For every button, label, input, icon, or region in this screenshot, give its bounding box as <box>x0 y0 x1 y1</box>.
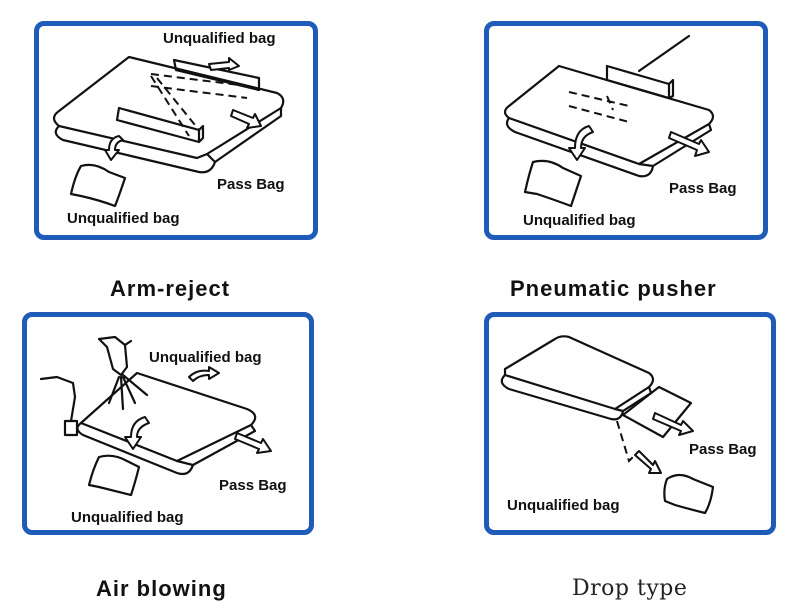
conveyor-belt <box>76 371 257 476</box>
arrow-reject-down <box>124 416 150 450</box>
panel-air-blowing: Unqualified bag Pass Bag Unqualified bag <box>22 312 314 535</box>
rejected-bag <box>663 473 715 515</box>
label-pass-bag: Pass Bag <box>689 441 757 458</box>
conveyor-belt <box>500 335 655 421</box>
label-unqualified-bottom: Unqualified bag <box>67 210 180 227</box>
pneumatic-pusher-illustration <box>503 34 715 208</box>
label-pass-bag: Pass Bag <box>669 180 737 197</box>
drop-gate <box>616 385 693 463</box>
arrow-reject-down <box>568 125 594 161</box>
label-pass-bag: Pass Bag <box>217 176 285 193</box>
panel-pneumatic-pusher: Pass Bag Unqualified bag <box>484 21 768 240</box>
caption-pneumatic-pusher: Pneumatic pusher <box>510 276 717 301</box>
panel-arm-reject: Unqualified bag Pass Bag Unqualified bag <box>34 21 318 240</box>
rejected-bag <box>87 454 141 497</box>
air-nozzles <box>39 335 149 437</box>
arm-reject-illustration <box>52 55 285 208</box>
arrow-reject-down <box>634 450 662 474</box>
conveyor-belt <box>52 55 285 174</box>
reject-arm <box>115 58 261 144</box>
caption-air-blowing: Air blowing <box>96 576 227 601</box>
rejected-bag <box>523 159 583 208</box>
caption-drop-type: Drop type <box>572 576 688 601</box>
label-unqualified-top: Unqualified bag <box>163 30 276 47</box>
caption-arm-reject: Arm-reject <box>110 276 231 301</box>
arrow-pass <box>652 412 694 436</box>
arrow-reject-down <box>104 135 124 161</box>
rejected-bag <box>69 163 127 208</box>
arrow-pass <box>230 109 262 129</box>
arrow-reject-top <box>208 57 240 71</box>
label-unqualified-bottom: Unqualified bag <box>71 509 184 526</box>
arrow-pass <box>668 131 710 157</box>
label-pass-bag: Pass Bag <box>219 477 287 494</box>
arrow-reject-top <box>188 366 220 382</box>
label-unqualified-bottom: Unqualified bag <box>507 497 620 514</box>
label-unqualified-bottom: Unqualified bag <box>523 212 636 229</box>
arrow-pass <box>234 432 272 454</box>
pusher <box>568 34 691 123</box>
drop-type-illustration <box>500 335 715 515</box>
panel-drop-type: Pass Bag Unqualified bag <box>484 312 776 535</box>
label-unqualified-top: Unqualified bag <box>149 349 262 366</box>
conveyor-belt <box>503 64 715 178</box>
air-blowing-illustration <box>39 335 272 497</box>
